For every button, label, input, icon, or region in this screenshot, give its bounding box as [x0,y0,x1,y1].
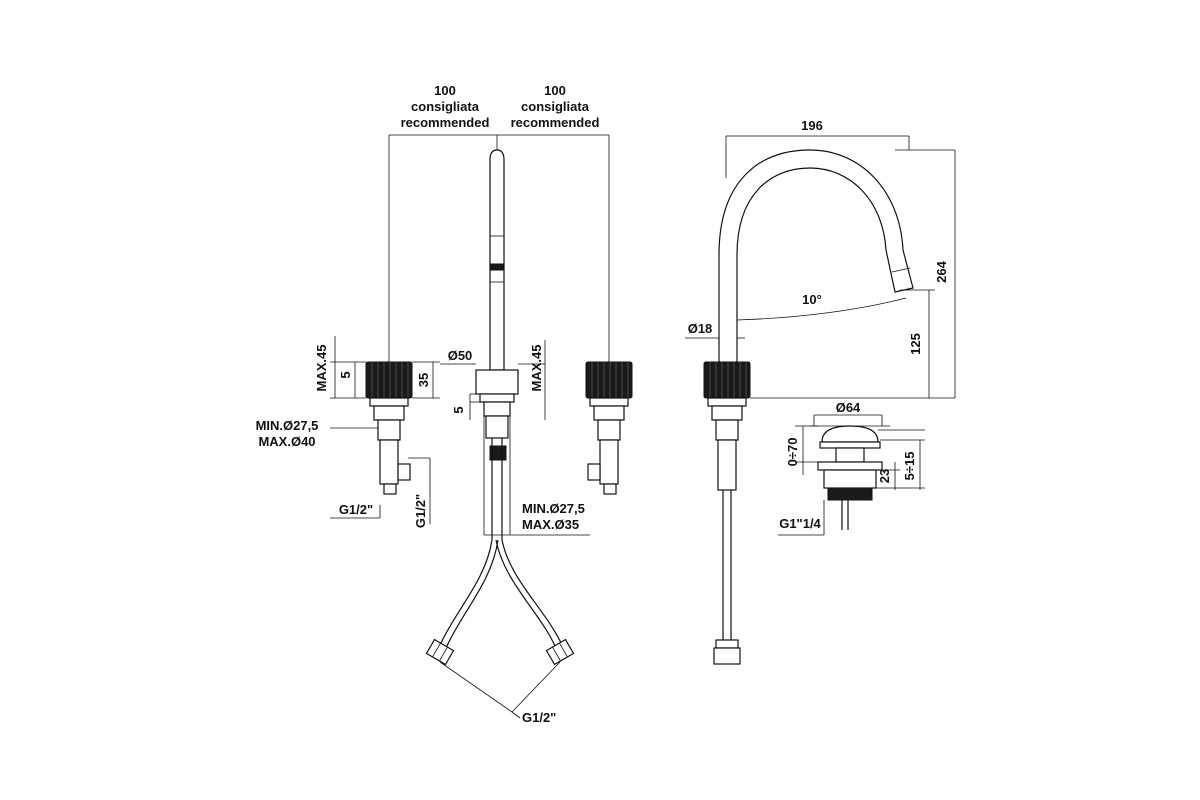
label-dia-50: Ø50 [448,348,473,363]
hoses [425,539,575,719]
label-consigliata-right: consigliata [521,99,590,114]
label-g1-14: G1"1/4 [779,516,821,531]
label-5-mid: 5 [451,406,466,413]
label-264: 264 [934,260,949,282]
label-max45-left: MAX.45 [314,345,329,392]
label-recommended-right: recommended [511,115,600,130]
label-angle-10: 10° [802,292,822,307]
label-range-5-15: 5÷15 [902,452,917,481]
front-spout [475,149,519,540]
label-g12-vert: G1/2" [413,494,428,528]
label-196: 196 [801,118,823,133]
label-100-right: 100 [544,83,566,98]
label-g12-horiz: G1/2" [339,502,373,517]
left-valve [365,361,413,495]
side-dimensions [685,135,956,399]
front-dimensions [330,134,610,536]
label-min-275-left: MIN.Ø27,5 [256,418,319,433]
label-max-35: MAX.Ø35 [522,517,579,532]
waste-popup [778,414,925,536]
label-max45-mid: MAX.45 [529,345,544,392]
label-100-left: 100 [434,83,456,98]
side-spout [703,149,914,665]
label-125: 125 [908,333,923,355]
label-recommended-left: recommended [401,115,490,130]
label-range-0-70: 0÷70 [785,438,800,467]
label-dia-18: Ø18 [688,321,713,336]
label-max-40: MAX.Ø40 [258,434,315,449]
label-23: 23 [877,469,892,483]
label-consigliata-left: consigliata [411,99,480,114]
label-5-left: 5 [338,371,353,378]
label-g12-bottom: G1/2" [522,710,556,725]
label-dia-64: Ø64 [836,400,861,415]
label-35: 35 [416,373,431,387]
dimension-labels: 100 consigliata recommended 100 consigli… [256,83,949,725]
right-valve [585,361,633,495]
label-min-275-mid: MIN.Ø27,5 [522,501,585,516]
